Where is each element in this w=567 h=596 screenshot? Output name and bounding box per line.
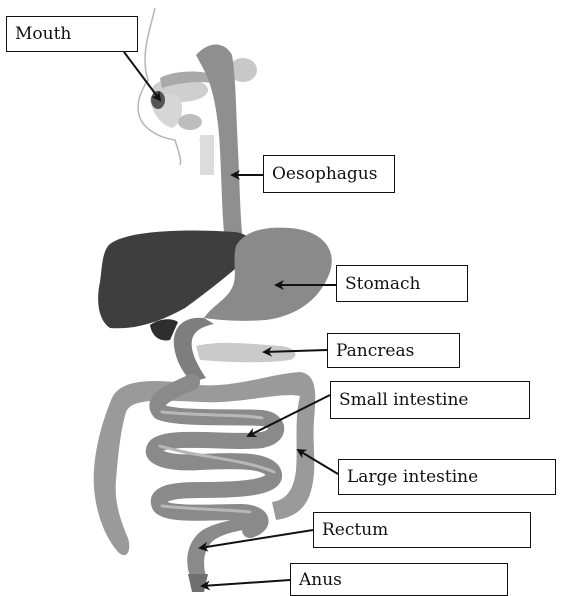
trachea	[200, 135, 214, 175]
anus-label: Anus	[290, 563, 508, 596]
stomach-label: Stomach	[336, 265, 468, 302]
rectum	[187, 516, 256, 576]
rectum-label: Rectum	[313, 512, 531, 548]
gallbladder	[150, 319, 178, 340]
small-intestine-label: Small intestine	[330, 381, 530, 419]
anus-arrow	[202, 580, 290, 586]
large-intestine-label: Large intestine	[338, 459, 556, 495]
pancreas-label: Pancreas	[327, 333, 460, 368]
pancreas	[196, 343, 295, 362]
mouth-label: Mouth	[6, 16, 138, 52]
mouth-arrow	[124, 52, 160, 100]
anus	[188, 574, 208, 592]
oesophagus-label: Oesophagus	[263, 155, 395, 193]
